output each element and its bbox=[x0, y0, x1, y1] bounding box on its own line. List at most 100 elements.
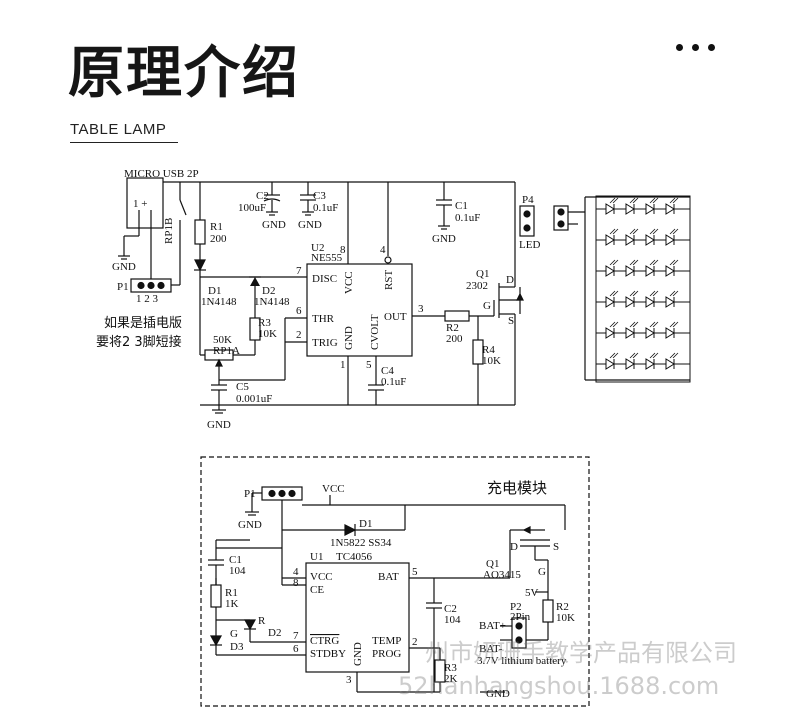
label-bat: BAT bbox=[378, 571, 399, 583]
charging-circuit-labels: 充电模块 P1 VCC GND D1 1N5822 SS34 C1 104 U1… bbox=[225, 479, 575, 700]
label-u2: U2 bbox=[311, 242, 324, 254]
label-s: S bbox=[553, 541, 559, 553]
label-c4: C4 bbox=[381, 365, 394, 377]
label-c1: C1 bbox=[229, 554, 242, 566]
label-r2: R2 bbox=[556, 601, 569, 613]
label-pin7: 7 bbox=[293, 630, 299, 642]
led-diode-icon bbox=[625, 228, 639, 246]
charging-circuit bbox=[208, 486, 566, 693]
label-c4-val: 0.1uF bbox=[381, 376, 406, 388]
label-out: OUT bbox=[384, 311, 407, 323]
led-diode-icon bbox=[645, 228, 659, 246]
led-diode-icon bbox=[645, 197, 659, 215]
led-diode-icon bbox=[605, 228, 619, 246]
label-thr: THR bbox=[312, 313, 335, 325]
subtitle-underline bbox=[70, 142, 178, 143]
note-plugin-version: 如果是插电版 bbox=[104, 315, 182, 331]
label-pin8: 8 bbox=[340, 244, 346, 256]
label-led: LED bbox=[519, 239, 540, 251]
label-pin6: 6 bbox=[293, 643, 299, 655]
label-c3: C3 bbox=[313, 190, 326, 202]
led-diode-icon bbox=[665, 259, 679, 277]
label-prog: PROG bbox=[372, 648, 401, 660]
label-u1: U1 bbox=[310, 551, 323, 563]
label-c1-val: 104 bbox=[229, 565, 246, 577]
label-r2: R2 bbox=[446, 322, 459, 334]
label-vcc-pin: VCC bbox=[310, 571, 333, 583]
label-gnd: GND bbox=[262, 219, 286, 231]
label-r3: R3 bbox=[444, 662, 457, 674]
label-pin4: 4 bbox=[293, 566, 299, 578]
label-u2-val: NE555 bbox=[311, 252, 343, 264]
label-pin5: 5 bbox=[412, 566, 418, 578]
label-d1: D1 bbox=[359, 518, 372, 530]
led-diode-icon bbox=[645, 290, 659, 308]
label-c2-val: 100uF bbox=[238, 202, 266, 214]
note-short-pins: 要将2 3脚短接 bbox=[96, 334, 182, 350]
charging-module-title: 充电模块 bbox=[487, 479, 547, 497]
label-ctrg: CTRG bbox=[310, 635, 339, 647]
label-pin1: 1 bbox=[340, 359, 346, 371]
label-pin6: 6 bbox=[296, 305, 302, 317]
label-g: G bbox=[483, 300, 491, 312]
label-pin5: 5 bbox=[366, 359, 372, 371]
led-diode-icon bbox=[665, 290, 679, 308]
label-gnd2: GND bbox=[486, 688, 510, 700]
label-r3-val: 2K bbox=[444, 673, 458, 685]
label-pin2: 2 bbox=[296, 329, 302, 341]
led-array bbox=[595, 195, 691, 383]
watermark-url: 52hanhangshou.1688.com bbox=[398, 672, 720, 700]
label-d: D bbox=[510, 541, 518, 553]
label-p4: P4 bbox=[522, 194, 534, 206]
lamp-circuit bbox=[118, 177, 690, 414]
charging-module-frame bbox=[200, 456, 590, 707]
label-p2-val: 2Pin bbox=[510, 611, 531, 623]
label-c5-val: 0.001uF bbox=[236, 393, 272, 405]
led-diode-icon bbox=[625, 352, 639, 370]
label-usb-pins: 1 + bbox=[133, 198, 147, 210]
label-d2-val: 1N4148 bbox=[254, 296, 290, 308]
label-c2-val: 104 bbox=[444, 614, 461, 626]
label-r: R bbox=[258, 615, 266, 627]
label-r2-val: 10K bbox=[556, 612, 575, 624]
label-r1: R1 bbox=[210, 221, 223, 233]
led-diode-icon bbox=[625, 290, 639, 308]
label-r3: R3 bbox=[258, 317, 271, 329]
label-r2-val: 200 bbox=[446, 333, 463, 345]
led-diode-icon bbox=[625, 321, 639, 339]
led-diode-icon bbox=[645, 321, 659, 339]
label-c5: C5 bbox=[236, 381, 249, 393]
label-rp1a: RP1A bbox=[213, 345, 240, 357]
led-diode-icon bbox=[605, 259, 619, 277]
label-q1-val: 2302 bbox=[466, 280, 488, 292]
led-diode-icon bbox=[605, 321, 619, 339]
label-r3-val: 10K bbox=[258, 328, 277, 340]
page-subtitle: TABLE LAMP bbox=[70, 121, 167, 138]
label-bat-minus: BAT- bbox=[479, 643, 503, 655]
label-5v: 5V bbox=[525, 587, 539, 599]
more-dots-icon[interactable] bbox=[676, 44, 715, 51]
label-q1: Q1 bbox=[486, 558, 499, 570]
led-diode-icon bbox=[665, 228, 679, 246]
label-p1: P1 bbox=[244, 488, 256, 500]
label-gnd-pin: GND bbox=[352, 642, 364, 666]
label-d1-val: 1N5822 SS34 bbox=[330, 537, 392, 549]
led-diode-icon bbox=[605, 197, 619, 215]
label-s: S bbox=[508, 315, 514, 327]
label-g2: G bbox=[538, 566, 546, 578]
label-pin2: 2 bbox=[412, 636, 418, 648]
label-rst: RST bbox=[383, 270, 395, 290]
label-gnd: GND bbox=[298, 219, 322, 231]
page-title: 原理介绍 bbox=[68, 41, 300, 106]
led-diode-icon bbox=[645, 352, 659, 370]
label-gnd: GND bbox=[112, 261, 136, 273]
label-r1-val: 200 bbox=[210, 233, 227, 245]
label-trig: TRIG bbox=[312, 337, 338, 349]
label-c3-val: 0.1uF bbox=[313, 202, 338, 214]
label-gnd: GND bbox=[207, 419, 231, 431]
label-r1: R1 bbox=[225, 587, 238, 599]
label-rp1b: RP1B bbox=[163, 218, 175, 244]
label-p1-pins: 1 2 3 bbox=[136, 293, 159, 305]
label-d: D bbox=[506, 274, 514, 286]
